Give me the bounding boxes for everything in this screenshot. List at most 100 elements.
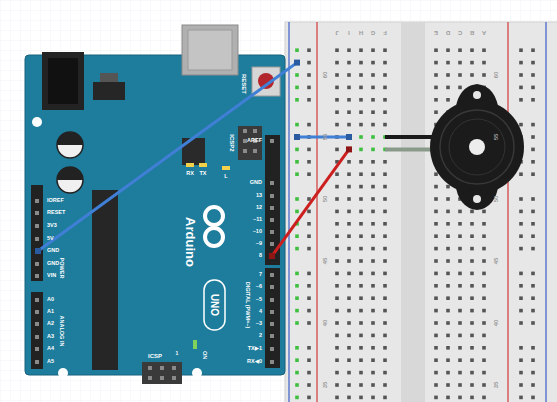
breadboard-hole <box>470 259 474 263</box>
breadboard-hole <box>347 222 351 226</box>
breadboard-hole <box>347 309 351 313</box>
breadboard-hole <box>307 234 311 238</box>
column-letter: H <box>359 30 363 36</box>
pin-label: 3V3 <box>47 223 57 229</box>
breadboard-hole <box>307 61 311 65</box>
breadboard-hole <box>434 371 438 375</box>
breadboard-hole <box>371 371 375 375</box>
breadboard-hole <box>335 86 339 90</box>
breadboard-hole <box>335 296 339 300</box>
breadboard-hole <box>335 48 339 52</box>
breadboard-hole <box>434 346 438 350</box>
breadboard-hole <box>371 172 375 176</box>
breadboard-hole <box>347 346 351 350</box>
breadboard-hole <box>295 172 299 176</box>
breadboard-hole <box>383 247 387 251</box>
pin-label: A4 <box>47 346 54 352</box>
rail-line <box>316 22 317 402</box>
header-pin <box>243 149 247 153</box>
breadboard-hole <box>335 222 339 226</box>
breadboard-hole <box>307 272 311 276</box>
piezo-buzzer <box>430 100 524 194</box>
breadboard-hole <box>371 48 375 52</box>
breadboard-hole <box>359 284 363 288</box>
breadboard-hole <box>371 247 375 251</box>
row-number: 50 <box>322 196 328 203</box>
header-pin <box>35 262 39 266</box>
breadboard-hole <box>531 172 535 176</box>
led <box>222 166 230 170</box>
header-label: DIGITAL (PWM=~) <box>244 282 250 329</box>
breadboard-hole <box>519 383 523 387</box>
breadboard-hole <box>383 172 387 176</box>
pin-label: 8 <box>259 253 262 259</box>
header-pin <box>35 347 39 351</box>
arduino-logo <box>205 228 223 246</box>
breadboard-hole <box>446 197 450 201</box>
icsp-header <box>142 362 182 384</box>
breadboard-hole <box>307 48 311 52</box>
breadboard-hole <box>446 86 450 90</box>
breadboard-hole <box>434 185 438 189</box>
breadboard-hole <box>347 234 351 238</box>
breadboard-holes <box>295 48 535 399</box>
breadboard-hole <box>446 222 450 226</box>
breadboard-hole <box>307 284 311 288</box>
breadboard-hole <box>531 272 535 276</box>
breadboard-hole <box>335 247 339 251</box>
breadboard-hole <box>482 371 486 375</box>
breadboard-hole <box>307 222 311 226</box>
breadboard-hole <box>335 371 339 375</box>
breadboard-hole <box>446 321 450 325</box>
breadboard-hole <box>307 160 311 164</box>
breadboard-hole <box>335 98 339 102</box>
pin-label: ~10 <box>253 229 262 235</box>
header-pin <box>148 366 152 370</box>
breadboard-hole <box>383 98 387 102</box>
breadboard-hole <box>470 309 474 313</box>
breadboard-hole <box>470 73 474 77</box>
breadboard-hole <box>347 321 351 325</box>
breadboard-hole <box>347 98 351 102</box>
header-pin <box>35 274 39 278</box>
header-label: ICSP <box>148 353 162 359</box>
breadboard-hole <box>434 210 438 214</box>
breadboard-hole <box>519 358 523 362</box>
breadboard-hole <box>347 160 351 164</box>
breadboard-hole <box>335 396 339 400</box>
breadboard-hole <box>446 48 450 52</box>
breadboard-hole <box>347 210 351 214</box>
breadboard-hole <box>482 259 486 263</box>
breadboard-hole <box>307 396 311 400</box>
breadboard-hole <box>446 73 450 77</box>
breadboard-hole <box>295 309 299 313</box>
header-pin <box>270 298 274 302</box>
breadboard-hole <box>482 358 486 362</box>
breadboard-hole <box>307 86 311 90</box>
breadboard-hole <box>295 284 299 288</box>
breadboard-hole <box>531 123 535 127</box>
arduino-board <box>25 55 285 375</box>
breadboard-hole <box>446 383 450 387</box>
breadboard-hole <box>371 358 375 362</box>
breadboard-hole <box>307 148 311 152</box>
header-pin <box>35 335 39 339</box>
breadboard-hole <box>335 73 339 77</box>
breadboard-hole <box>295 98 299 102</box>
breadboard-hole <box>371 284 375 288</box>
breadboard-hole <box>470 296 474 300</box>
row-number: 40 <box>493 320 499 327</box>
breadboard-hole <box>470 284 474 288</box>
header-pin <box>253 129 257 133</box>
column-letter: A <box>482 30 486 36</box>
breadboard-hole <box>482 346 486 350</box>
breadboard-hole <box>458 396 462 400</box>
breadboard-hole <box>531 234 535 238</box>
row-number: 55 <box>322 134 328 141</box>
pin-label: A1 <box>47 309 54 315</box>
breadboard-hole <box>371 148 375 152</box>
led-label: RX <box>186 171 194 177</box>
breadboard-hole <box>295 321 299 325</box>
breadboard-hole <box>482 61 486 65</box>
